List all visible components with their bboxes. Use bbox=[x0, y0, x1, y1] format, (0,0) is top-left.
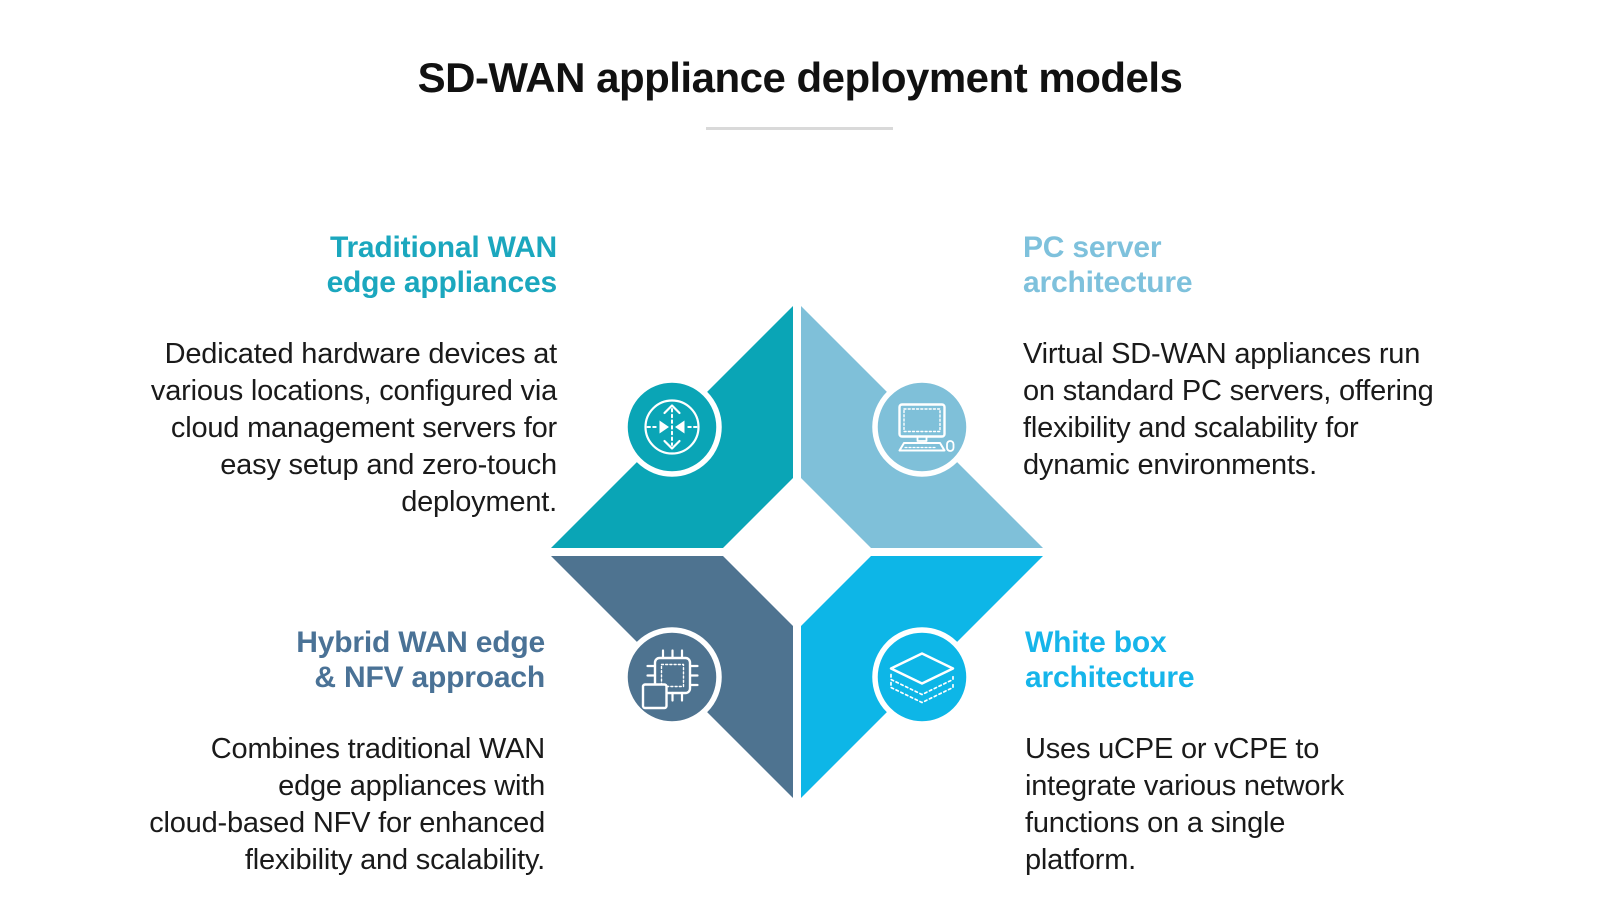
diamond-diagram bbox=[551, 306, 1043, 798]
quadrant-pc-server-body: Virtual SD-WAN appliances run on standar… bbox=[1023, 338, 1434, 481]
quadrant-traditional-heading: Traditional WAN edge appliances bbox=[326, 231, 558, 299]
quadrant-white-box-heading: White box architecture bbox=[1025, 626, 1195, 694]
diamond-piece-white-box bbox=[801, 556, 1043, 798]
quadrant-hybrid-text: Hybrid WAN edge & NFV approach Combines … bbox=[30, 607, 545, 897]
title-divider bbox=[706, 127, 893, 130]
quadrant-hybrid-heading: Hybrid WAN edge & NFV approach bbox=[296, 626, 545, 694]
icon-circle-white-box bbox=[872, 627, 972, 727]
icon-circle-pc-server bbox=[872, 377, 972, 477]
quadrant-hybrid-body: Combines traditional WAN edge appliances… bbox=[149, 733, 545, 876]
quadrant-white-box-text: White box architecture Uses uCPE or vCPE… bbox=[1025, 607, 1580, 897]
quadrant-white-box-body: Uses uCPE or vCPE to integrate various n… bbox=[1025, 733, 1344, 876]
quadrant-traditional-text: Traditional WAN edge appliances Dedicate… bbox=[30, 212, 557, 539]
diamond-piece-traditional bbox=[551, 306, 793, 548]
cpu-chip-icon bbox=[641, 649, 699, 710]
quadrant-pc-server-heading: PC server architecture bbox=[1023, 231, 1193, 299]
page-title: SD-WAN appliance deployment models bbox=[417, 54, 1183, 101]
icon-circle-hybrid bbox=[622, 627, 722, 727]
diamond-piece-hybrid bbox=[551, 556, 793, 798]
quadrant-traditional-body: Dedicated hardware devices at various lo… bbox=[150, 338, 557, 518]
layers-stack-icon bbox=[889, 652, 955, 704]
quadrant-pc-server-text: PC server architecture Virtual SD-WAN ap… bbox=[1023, 212, 1578, 502]
router-arrows-icon bbox=[644, 399, 700, 455]
desktop-computer-icon bbox=[898, 403, 955, 452]
diamond-piece-pc-server bbox=[801, 306, 1043, 548]
